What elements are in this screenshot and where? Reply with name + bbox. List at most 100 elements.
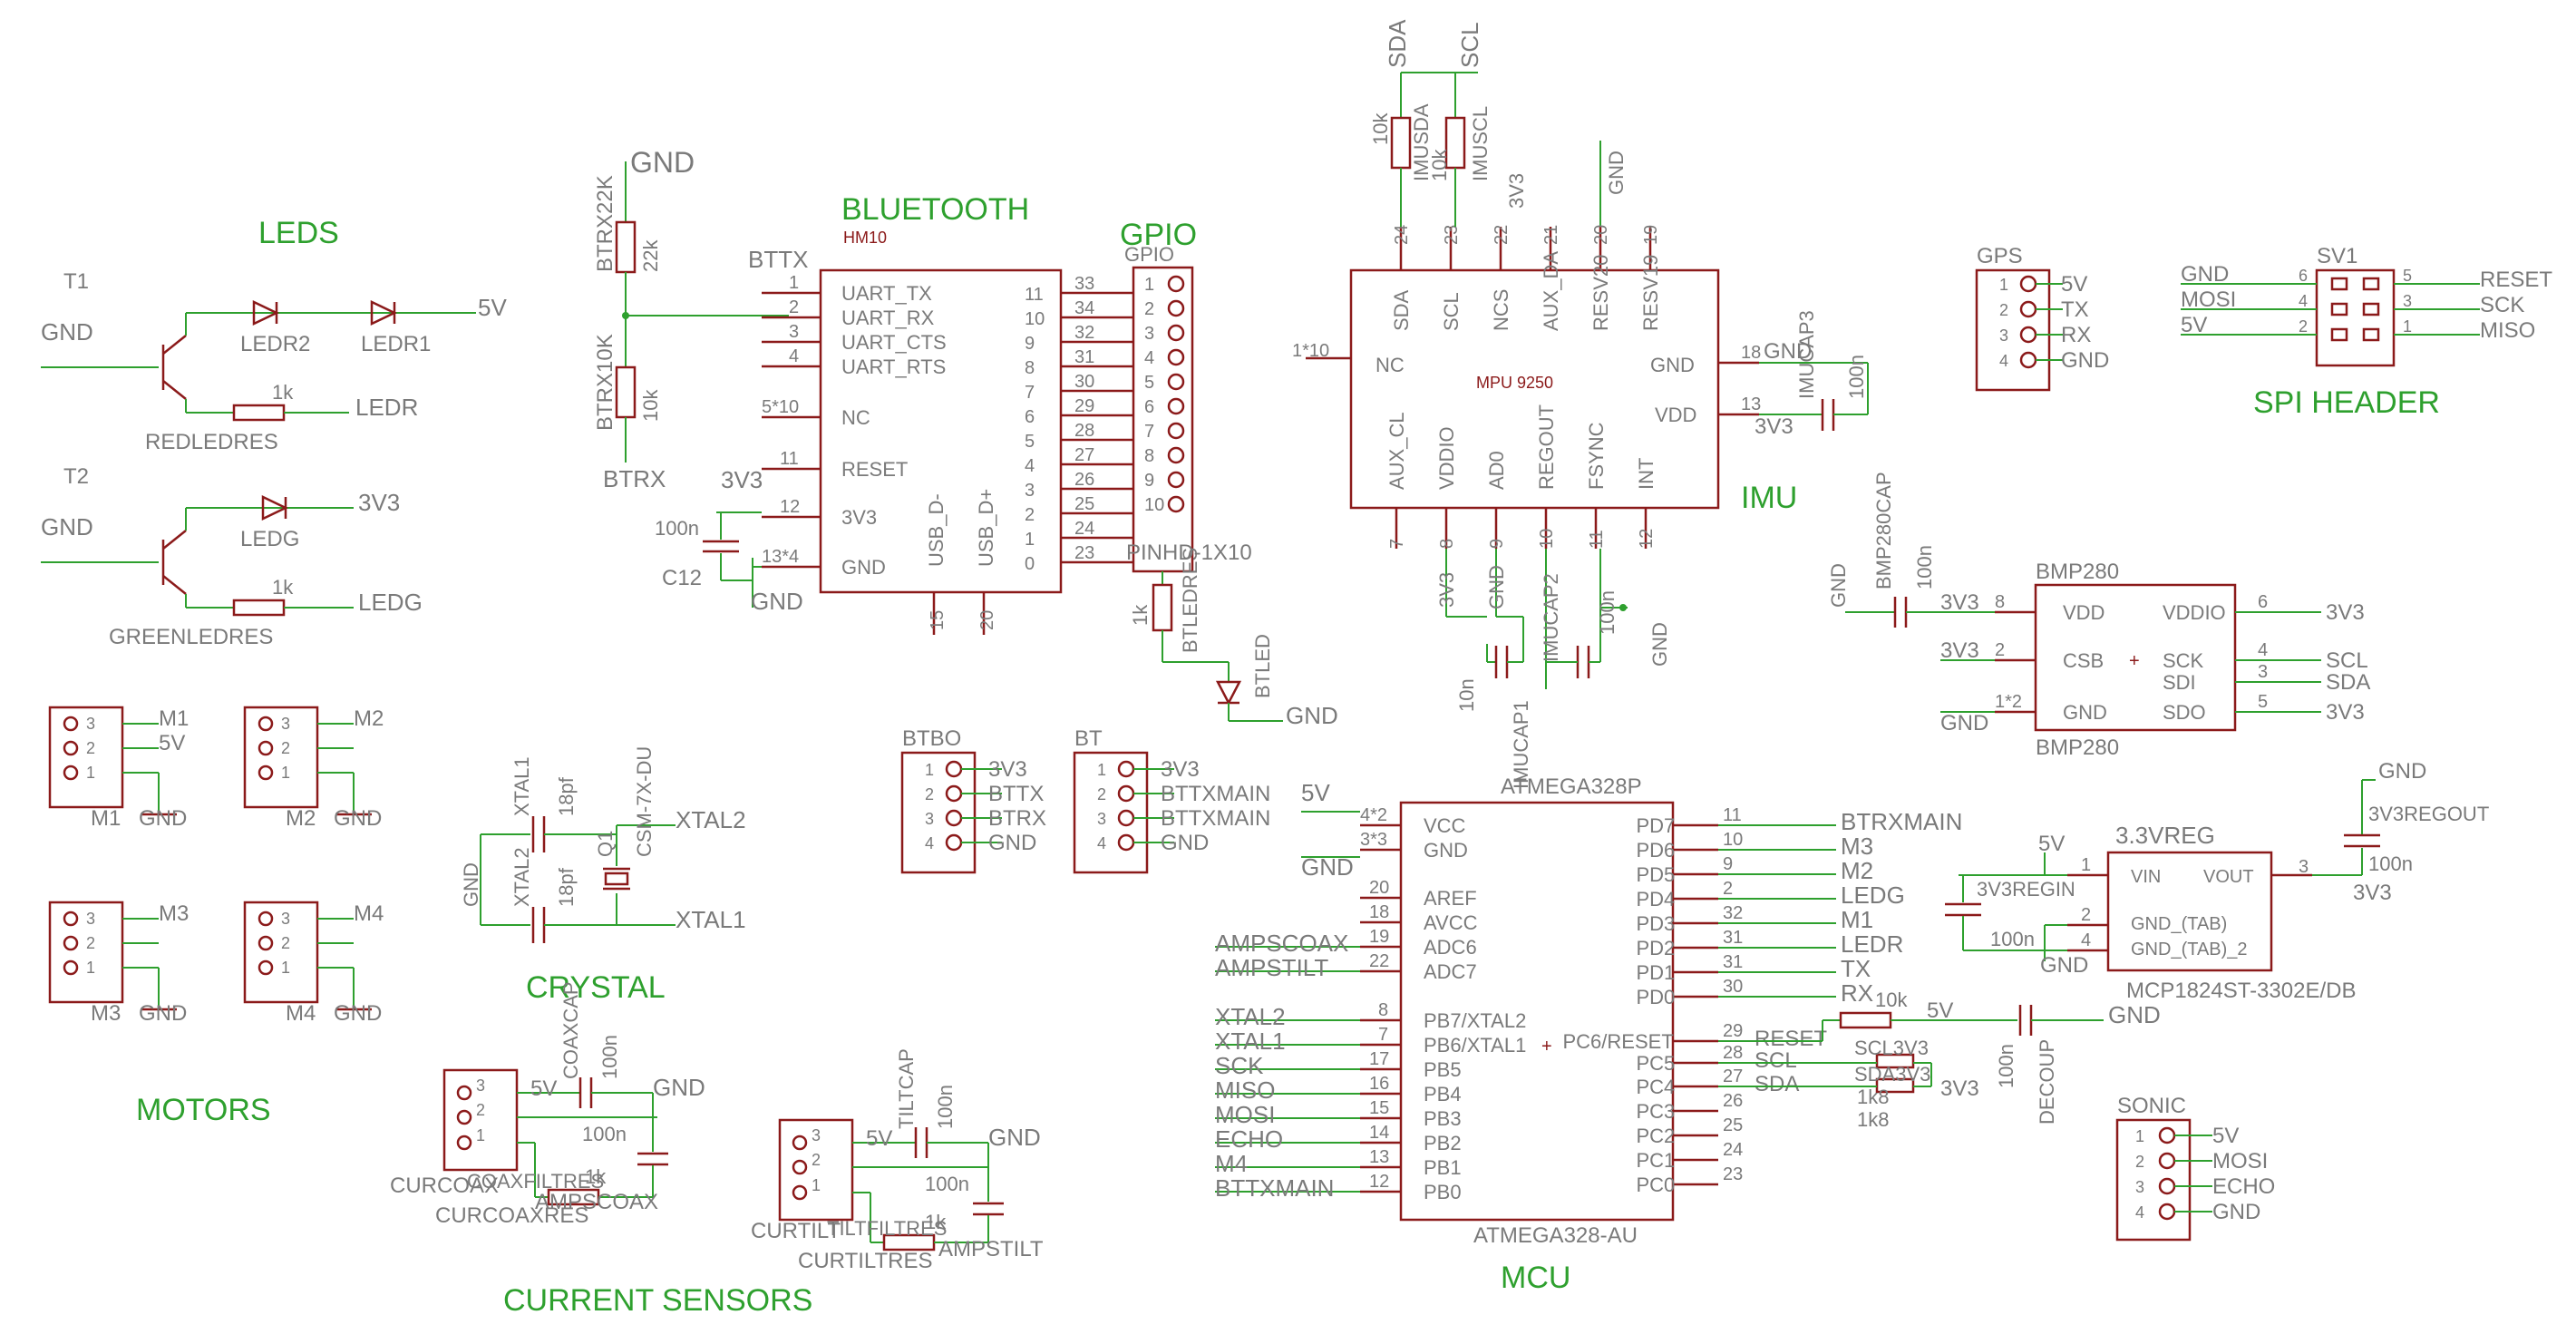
greenledres-label: GREENLEDRES [109, 625, 273, 649]
section-title-motors: MOTORS [136, 1093, 271, 1127]
crystal-net-xtal1: XTAL1 [676, 906, 746, 933]
section-title-current-sensors: CURRENT SENSORS [503, 1283, 812, 1318]
reg-pin3-num: 3 [2299, 857, 2309, 877]
tilt-conn: CURTILT [751, 1219, 841, 1243]
imu-top-pin-num: 20 [1591, 225, 1611, 245]
imu-pin-gnd: GND [1650, 354, 1695, 376]
mcu-right-name: PD5 [1637, 863, 1676, 886]
motor-pin-num: 3 [281, 910, 290, 928]
mcu-left-name: PB2 [1424, 1132, 1462, 1154]
mcu-left-num: 8 [1378, 1000, 1388, 1020]
mcu-right-name: PD3 [1637, 912, 1676, 935]
resistor-icon [232, 599, 286, 617]
mcu-right-name: PD1 [1637, 961, 1676, 984]
reg-gnd-in: GND [2040, 953, 2088, 978]
imucap3-label: IMUCAP3 [1795, 310, 1818, 399]
mcu-right-name: PC4 [1637, 1076, 1676, 1098]
btled-label: BTLED [1251, 634, 1274, 698]
imu-sda-net: SDA [1384, 19, 1411, 68]
hm10-pin-name: UART_RX [841, 307, 935, 329]
mcu-left-net: MOSI [1215, 1101, 1275, 1128]
sonic-net: 5V [2212, 1124, 2239, 1148]
gpio-pin-num: 10 [1144, 495, 1164, 515]
mcu-right-num: 28 [1723, 1043, 1743, 1063]
led-icon [252, 300, 279, 326]
gpio-pin-num: 4 [1144, 348, 1154, 368]
hm10-ext-pin: 26 [1074, 470, 1094, 490]
reset-res-5v: 5V [1927, 998, 1953, 1023]
pin-socket-icon [2019, 326, 2037, 344]
imu-pin13-num: 13 [1741, 394, 1761, 414]
mcu-left-net: M4 [1215, 1150, 1248, 1177]
mcu-left-num: 7 [1378, 1025, 1388, 1045]
hm10-pin-name: 3V3 [841, 506, 877, 529]
tilt-gnd: GND [988, 1124, 1041, 1151]
pin-num: 3 [812, 1126, 821, 1144]
mcu-right-num: 31 [1723, 952, 1743, 972]
mcu-left-net: MISO [1215, 1076, 1275, 1104]
bt-header-pin-num: 2 [925, 785, 934, 803]
bt-header-pin-num: 4 [1097, 834, 1106, 852]
mcu-left-net: ECHO [1215, 1125, 1283, 1153]
reg-pin2-num: 2 [2081, 905, 2091, 925]
spi-name: SV1 [2317, 244, 2357, 268]
pin-socket-icon [2158, 1152, 2176, 1170]
bt-header-body [900, 751, 977, 874]
bt-header-name: BT [1074, 726, 1103, 751]
hm10-ext-pin: 31 [1074, 347, 1094, 367]
mcu-left-name: PB6/XTAL1 [1424, 1034, 1526, 1057]
pin-socket-icon [2158, 1177, 2176, 1195]
pin-num: 2 [812, 1151, 821, 1169]
btrx22k-value: 22k [639, 239, 662, 272]
mcu-right-net: M1 [1841, 906, 1873, 933]
reg-cap-in-name: 3V3REGIN [1977, 878, 2075, 901]
resistor-icon [615, 220, 637, 274]
bmp-right-net: SDA [2326, 670, 2370, 695]
mcu-right-net: RESET [1755, 1027, 1827, 1051]
coax-cap-value: 100n [598, 1035, 621, 1079]
bt-header-net: BTTXMAIN [1161, 782, 1270, 806]
tilt-amps: AMPSTILT [938, 1237, 1044, 1261]
mcu-right-num: 30 [1723, 977, 1743, 997]
hm10-pin-name: RESET [841, 458, 908, 481]
pin-socket-icon [63, 765, 79, 781]
bt-header-pin-num: 2 [1097, 785, 1106, 803]
pin-socket-icon [1167, 348, 1185, 366]
mcu-right-net: M3 [1841, 833, 1873, 860]
hm10-net-3v3: 3V3 [721, 466, 763, 493]
hm10-int-pin: 0 [1025, 554, 1035, 574]
imu-top-pin-name: SDA [1390, 289, 1413, 331]
tilt-cap2-value: 100n [925, 1173, 969, 1195]
gps-net: TX [2061, 297, 2089, 322]
xtal2-cap-value: 18pf [555, 867, 578, 907]
imu-bottom-pin-num: 12 [1637, 529, 1657, 549]
spi-left-num: 6 [2299, 267, 2308, 285]
sonic-pin-num: 2 [2135, 1153, 2144, 1171]
sonic-name: SONIC [2117, 1094, 2186, 1118]
bmp-right-name: SDO [2163, 701, 2206, 724]
mcu-part: ATMEGA328-AU [1473, 1223, 1638, 1248]
coax-5v: 5V [530, 1076, 557, 1101]
mcu-right-name: PC5 [1637, 1052, 1676, 1075]
spi-left-num: 4 [2299, 292, 2308, 310]
bmp-right-name: VDDIO [2163, 601, 2226, 624]
mcu-right-net: LEDG [1841, 881, 1905, 909]
imuscl-name: IMUSCL [1469, 106, 1492, 181]
mcu-right-net: RX [1841, 979, 1873, 1007]
tilt-5v: 5V [866, 1126, 892, 1151]
bmp-gnd-b: GND [1940, 711, 1988, 735]
mcu-right-num: 25 [1723, 1115, 1743, 1135]
spi-right-num: 3 [2403, 292, 2412, 310]
hm10-int-pin: 6 [1025, 407, 1035, 427]
gpio-pin-num: 7 [1144, 422, 1154, 442]
mcu-left-net: BTTXMAIN [1215, 1174, 1334, 1202]
hm10-int-pin: 5 [1025, 432, 1035, 452]
pin-socket-icon [1167, 495, 1185, 513]
bmp-gnd-left: GND [1827, 563, 1850, 608]
hm10-int-pin: 2 [1025, 505, 1035, 525]
coax-cap2-value: 100n [582, 1123, 627, 1145]
imu-gnd-top: GND [1605, 151, 1628, 195]
